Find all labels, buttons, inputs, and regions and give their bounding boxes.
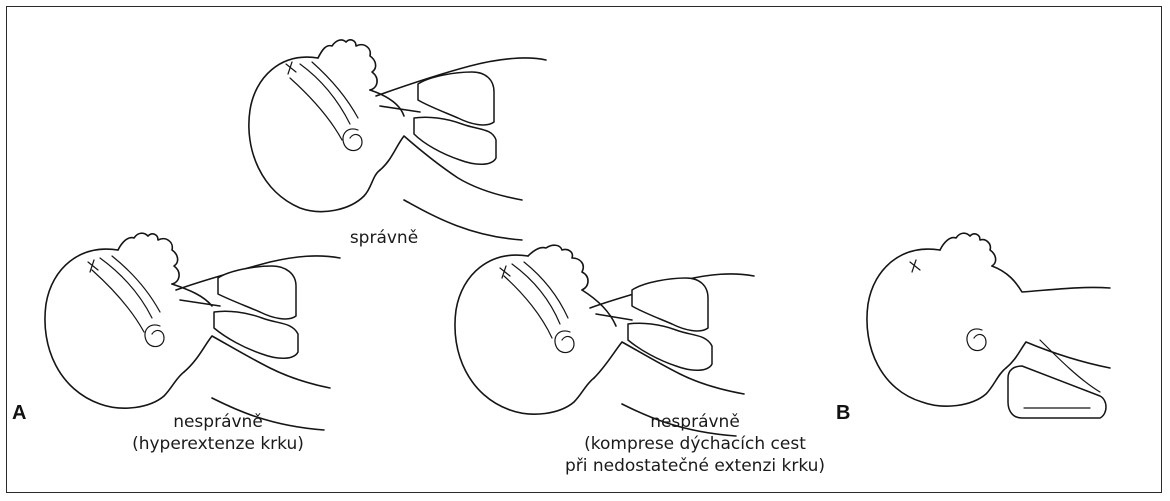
infant-airway-compression xyxy=(455,245,754,436)
caption-hyperextension-line1: nesprávně xyxy=(118,411,318,433)
panel-letter-b: B xyxy=(836,402,850,425)
panel-letter-a: A xyxy=(12,402,26,425)
ear-mark-icon xyxy=(910,260,920,272)
shoulder-roll xyxy=(1008,366,1106,418)
caption-compression-line3: při nedostatečné extenzi krku) xyxy=(555,455,835,477)
caption-correct: správně xyxy=(339,227,429,249)
caption-compression-line2: (komprese dýchacích cest xyxy=(555,433,835,455)
caption-hyperextension: nesprávně (hyperextenze krku) xyxy=(118,411,318,455)
infant-shoulder-roll xyxy=(867,233,1110,418)
caption-hyperextension-line2: (hyperextenze krku) xyxy=(118,433,318,455)
ear-mark-icon xyxy=(286,62,296,74)
caption-airway-compression: nesprávně (komprese dýchacích cest při n… xyxy=(555,411,835,477)
infant-hyperextension xyxy=(45,233,340,430)
caption-compression-line1: nesprávně xyxy=(555,411,835,433)
caption-correct-text: správně xyxy=(339,227,429,249)
infant-correct-position xyxy=(249,40,546,240)
